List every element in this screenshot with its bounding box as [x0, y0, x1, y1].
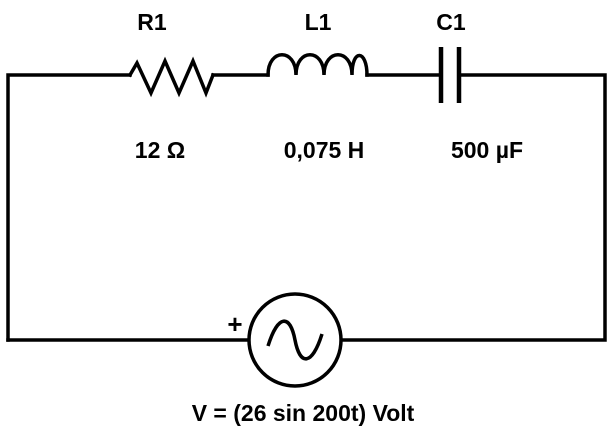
source-equation-label: V = (26 sin 200t) Volt — [192, 400, 415, 426]
inductor-l1-symbol — [266, 53, 369, 77]
wire-top-right — [339, 73, 607, 342]
c1-name-label: C1 — [436, 9, 466, 35]
l1-name-label: L1 — [305, 9, 332, 35]
ac-sine-source-icon — [247, 292, 343, 388]
capacitor-c1-symbol — [438, 47, 462, 103]
c1-value-label: 500 µF — [451, 137, 523, 163]
r1-name-label: R1 — [137, 9, 167, 35]
circuit-wires — [6, 73, 607, 342]
resistor-r1-symbol — [127, 56, 216, 98]
l1-value-label: 0,075 H — [284, 137, 365, 163]
r1-value-label: 12 Ω — [135, 137, 185, 163]
wire-top-left — [6, 73, 132, 342]
source-polarity-label: + — [227, 309, 242, 339]
